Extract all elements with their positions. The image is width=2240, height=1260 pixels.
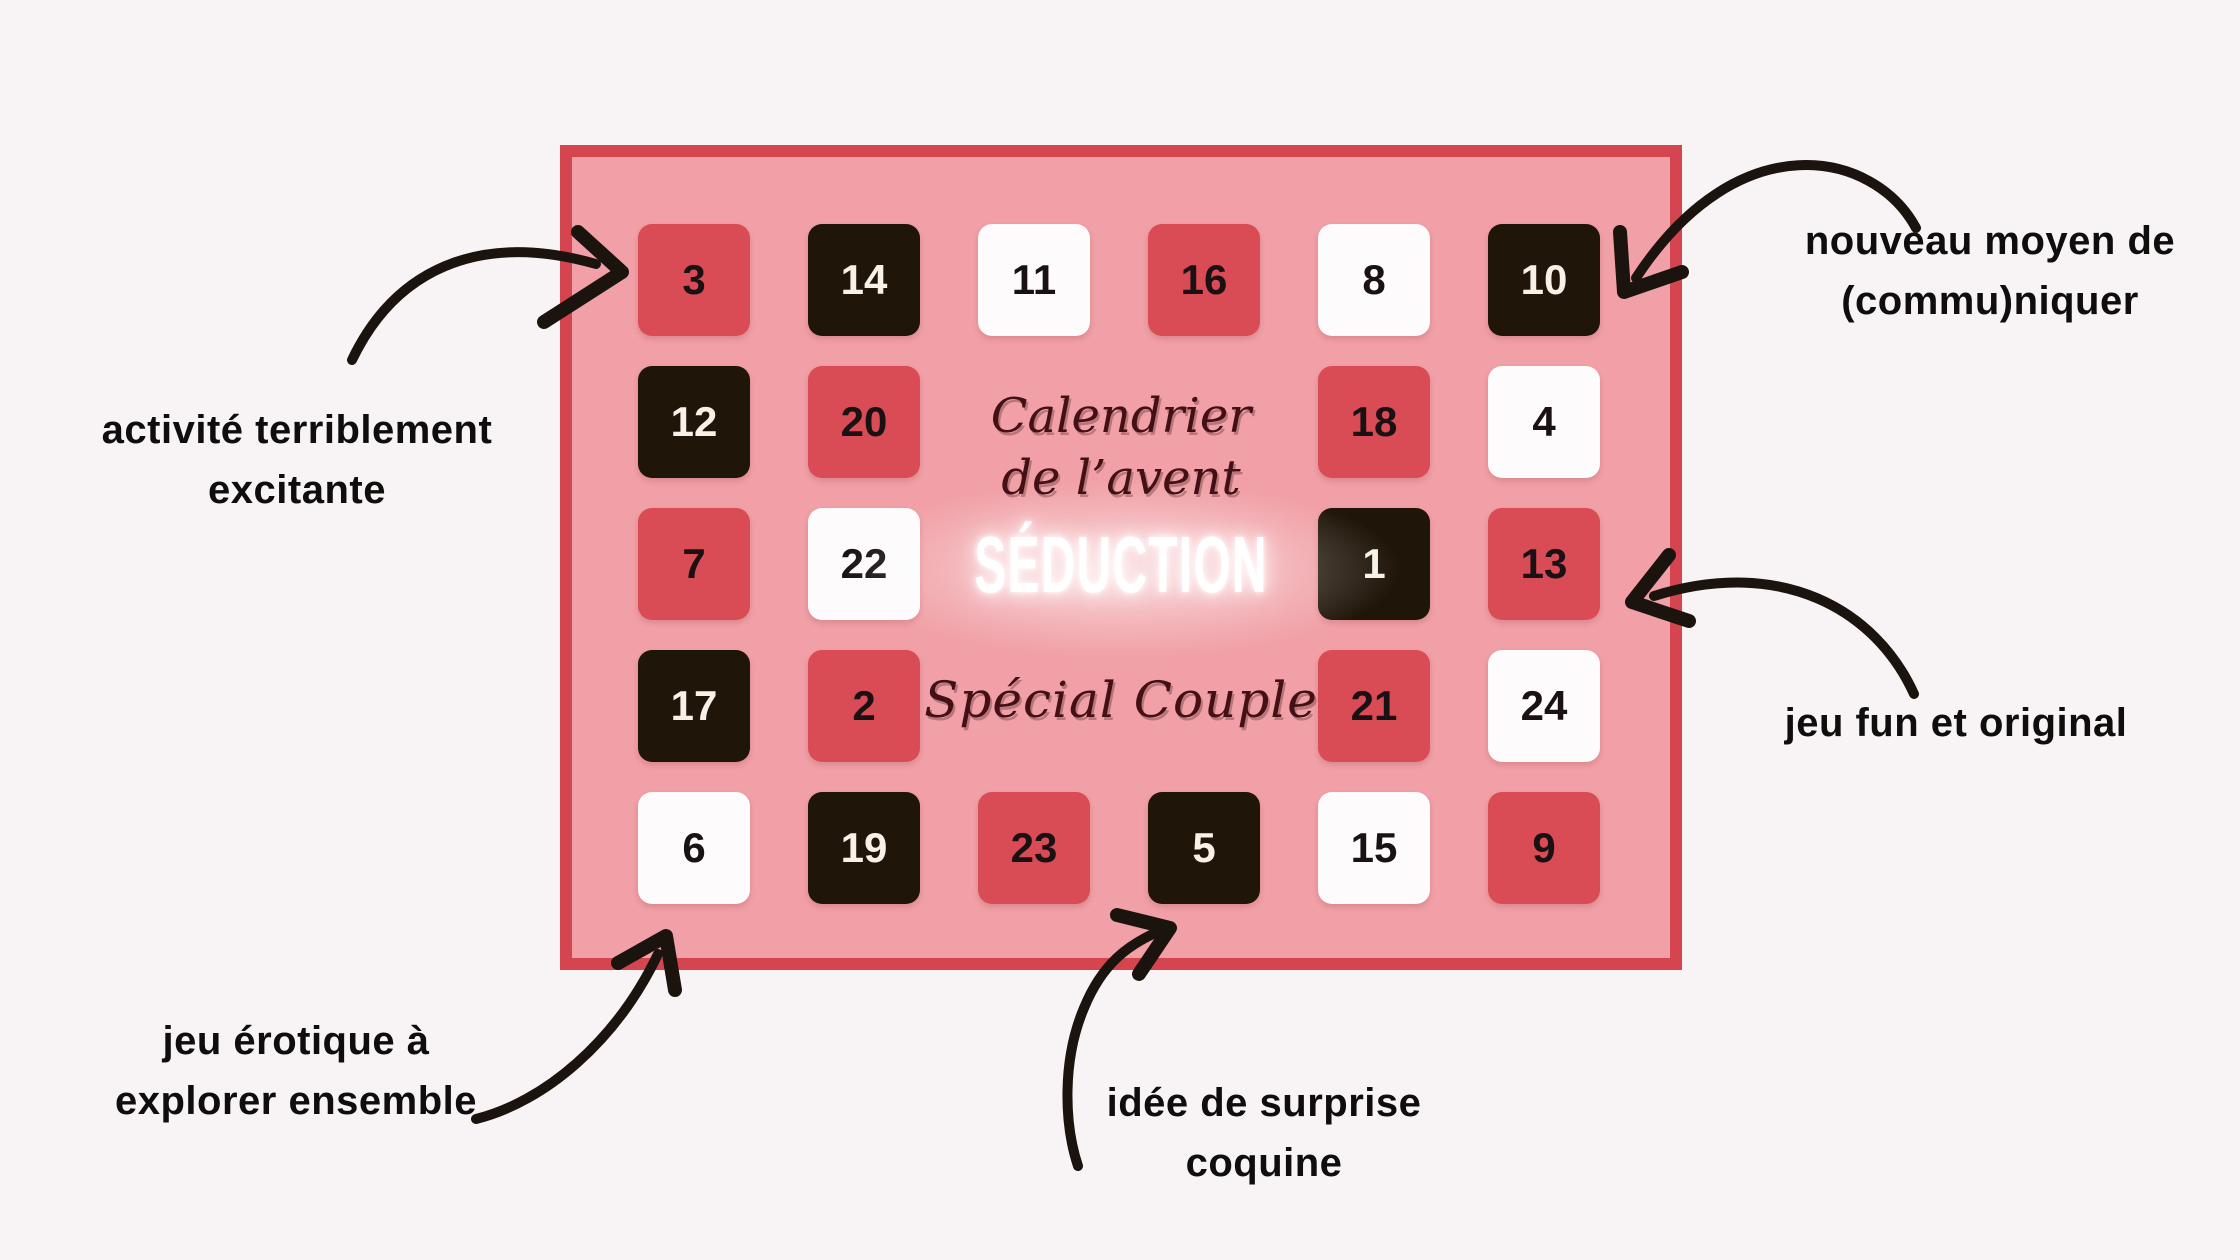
tile-5[interactable]: 5: [1148, 792, 1260, 904]
annotation-activity-line2: excitante: [208, 468, 386, 512]
annotation-surprise-line2: coquine: [1185, 1141, 1343, 1185]
annotation-erotic-game-line1: jeu érotique à: [162, 1019, 430, 1063]
tile-7[interactable]: 7: [638, 508, 750, 620]
tile-2[interactable]: 2: [808, 650, 920, 762]
annotation-communication-line1: nouveau moyen de: [1804, 219, 2176, 263]
tile-9[interactable]: 9: [1488, 792, 1600, 904]
tile-12[interactable]: 12: [638, 366, 750, 478]
tile-22[interactable]: 22: [808, 508, 920, 620]
tile-24[interactable]: 24: [1488, 650, 1600, 762]
tile-1[interactable]: 1: [1318, 508, 1430, 620]
annotation-surprise: idée de surprise coquine: [984, 1073, 1544, 1193]
tile-8[interactable]: 8: [1318, 224, 1430, 336]
annotation-communication: nouveau moyen de (commu)niquer: [1710, 211, 2240, 331]
tile-20[interactable]: 20: [808, 366, 920, 478]
annotation-erotic-game-line2: explorer ensemble: [115, 1079, 477, 1123]
annotation-erotic-game: jeu érotique à explorer ensemble: [16, 1011, 576, 1131]
tile-23[interactable]: 23: [978, 792, 1090, 904]
tile-15[interactable]: 15: [1318, 792, 1430, 904]
tile-17[interactable]: 17: [638, 650, 750, 762]
tile-13[interactable]: 13: [1488, 508, 1600, 620]
tile-11[interactable]: 11: [978, 224, 1090, 336]
annotation-game: jeu fun et original: [1676, 693, 2236, 753]
tile-18[interactable]: 18: [1318, 366, 1430, 478]
annotation-surprise-line1: idée de surprise: [1106, 1081, 1422, 1125]
tile-3[interactable]: 3: [638, 224, 750, 336]
tile-19[interactable]: 19: [808, 792, 920, 904]
annotation-activity: activité terriblement excitante: [17, 400, 577, 520]
tile-6[interactable]: 6: [638, 792, 750, 904]
annotation-activity-line1: activité terriblement: [101, 408, 493, 452]
tile-21[interactable]: 21: [1318, 650, 1430, 762]
annotation-communication-line2: (commu)niquer: [1841, 279, 2139, 323]
tile-14[interactable]: 14: [808, 224, 920, 336]
tile-10[interactable]: 10: [1488, 224, 1600, 336]
annotation-game-line1: jeu fun et original: [1784, 701, 2128, 745]
tile-4[interactable]: 4: [1488, 366, 1600, 478]
tile-16[interactable]: 16: [1148, 224, 1260, 336]
